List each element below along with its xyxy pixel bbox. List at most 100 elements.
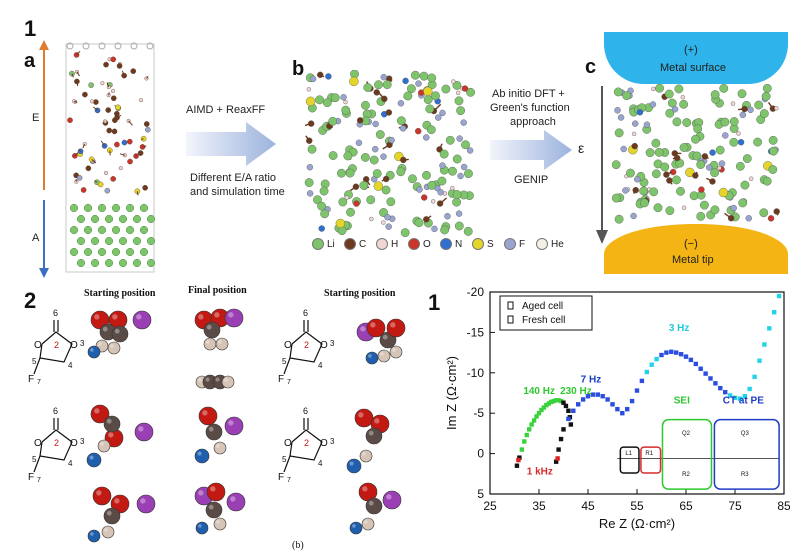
ring-bond xyxy=(289,331,323,363)
bond xyxy=(376,90,380,94)
atom xyxy=(316,71,324,79)
data-point xyxy=(620,411,625,416)
ball-highlight xyxy=(106,418,112,424)
data-point xyxy=(551,398,556,404)
bond xyxy=(106,82,110,88)
atom xyxy=(415,127,422,135)
r1-box xyxy=(640,446,662,474)
ball-cluster xyxy=(87,310,152,359)
atom xyxy=(455,90,461,95)
ball-highlight xyxy=(110,344,114,348)
atom xyxy=(425,104,435,114)
inductor-box xyxy=(619,446,640,474)
atom-number: 2 xyxy=(304,340,309,350)
ball-highlight xyxy=(216,520,220,524)
bond xyxy=(91,158,97,164)
atom xyxy=(452,197,462,207)
atom-number: 6 xyxy=(303,308,308,318)
bond xyxy=(319,74,325,78)
atom xyxy=(729,117,739,126)
metal-surface xyxy=(604,32,788,84)
data-point xyxy=(772,310,777,315)
atom xyxy=(651,86,656,92)
atom xyxy=(651,138,661,148)
atom xyxy=(320,209,330,219)
atom xyxy=(448,166,457,176)
ball-atom xyxy=(92,486,112,506)
atom xyxy=(451,79,456,84)
atom xyxy=(90,99,95,104)
atom xyxy=(437,176,447,186)
atom xyxy=(736,131,741,136)
atom xyxy=(460,119,467,126)
atom xyxy=(749,176,754,181)
atom xyxy=(373,89,380,96)
ball-atom xyxy=(377,349,391,363)
atom xyxy=(441,84,451,94)
ball-highlight xyxy=(368,430,374,436)
metal-tip-sign: (−) xyxy=(684,238,698,250)
ball-atom xyxy=(136,494,156,514)
atom xyxy=(620,145,627,153)
atom xyxy=(718,160,726,167)
atom xyxy=(718,187,729,198)
atom xyxy=(710,205,720,215)
data-point xyxy=(566,408,571,413)
bond xyxy=(141,138,144,141)
li-atom xyxy=(90,214,100,224)
bond xyxy=(304,122,312,127)
electric-field-arrow xyxy=(596,86,608,244)
atom xyxy=(680,95,686,100)
arrow-2 xyxy=(490,130,572,170)
atom xyxy=(114,141,120,148)
atom xyxy=(103,170,108,175)
atom xyxy=(422,170,431,180)
atom xyxy=(730,204,737,212)
atom xyxy=(735,161,745,171)
sei-box xyxy=(661,418,713,490)
x-tick-label: 65 xyxy=(679,499,693,513)
atom xyxy=(679,99,689,109)
ball-atom xyxy=(213,517,227,531)
atom xyxy=(710,168,719,178)
ball-cluster xyxy=(86,404,154,468)
atom-number: 3 xyxy=(330,437,335,446)
y-tick-label: 0 xyxy=(477,447,484,461)
e-a-axis-arrows xyxy=(39,40,49,278)
ball-highlight xyxy=(364,520,368,524)
ball-atom xyxy=(194,448,210,464)
ball-highlight xyxy=(206,340,210,344)
atom xyxy=(455,210,463,217)
data-point xyxy=(732,395,738,401)
atom-number: 5 xyxy=(282,455,287,464)
ball-highlight xyxy=(94,314,100,320)
arrow2-line1: Ab initio DFT + xyxy=(492,88,565,100)
bond xyxy=(136,191,139,196)
atom xyxy=(67,117,73,124)
atom xyxy=(671,106,679,113)
li-atom xyxy=(69,203,79,213)
atom-number: O xyxy=(320,340,328,351)
data-point xyxy=(752,374,757,380)
data-point xyxy=(639,378,645,384)
circuit-label: R3 xyxy=(741,472,749,478)
atom xyxy=(439,162,446,169)
ball-atom xyxy=(359,449,373,463)
atom xyxy=(335,218,346,229)
legend-item: Li xyxy=(312,238,335,250)
atom xyxy=(402,77,409,85)
li-atom xyxy=(97,247,107,257)
panel-a-simulation-box xyxy=(65,42,156,273)
bond xyxy=(305,135,310,142)
li-atom xyxy=(118,236,128,246)
atom xyxy=(359,181,369,190)
li-atom xyxy=(139,247,149,257)
li-atom xyxy=(132,236,142,246)
data-point xyxy=(519,447,525,452)
atom xyxy=(768,165,778,174)
atom xyxy=(110,89,115,94)
atom xyxy=(463,226,473,236)
atom xyxy=(722,132,729,139)
atom-number: F xyxy=(28,472,34,483)
